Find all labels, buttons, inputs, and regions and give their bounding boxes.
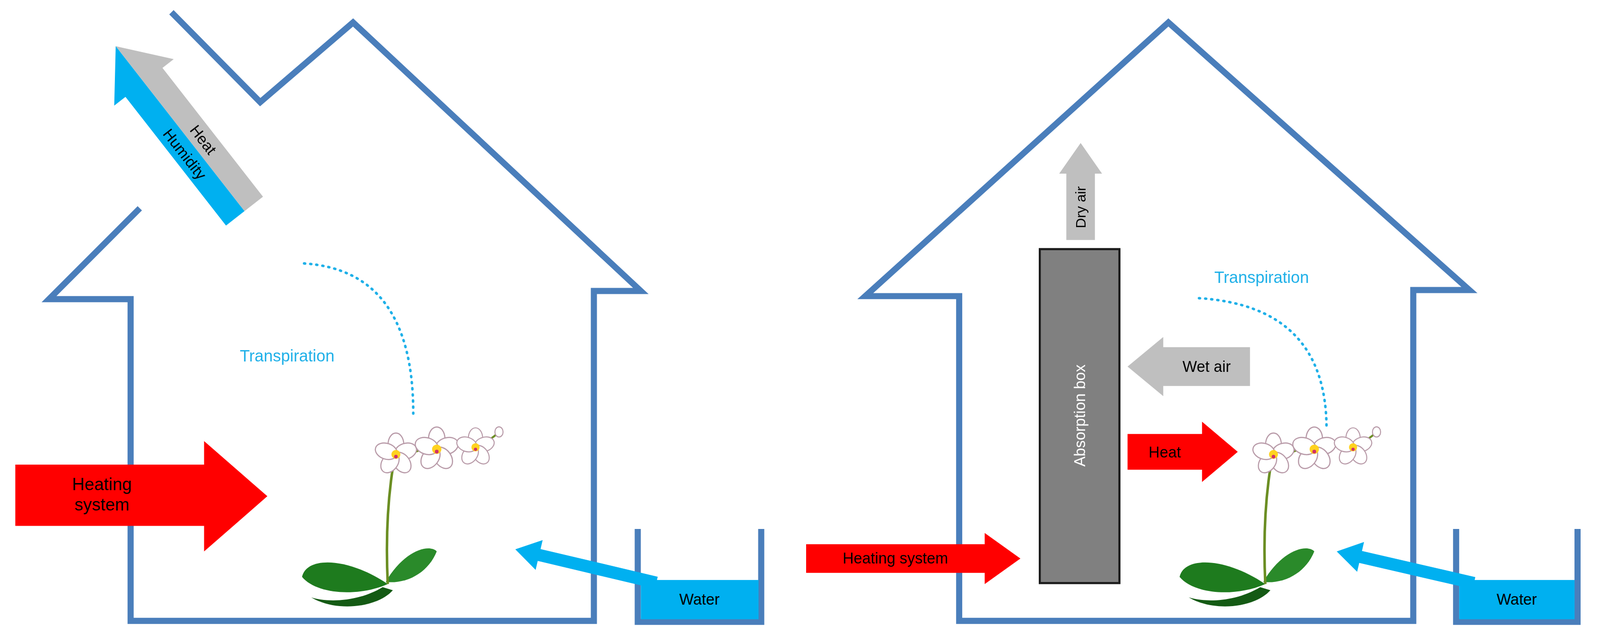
vent-arrow: HeatHumidity [85, 22, 274, 235]
arrow-fill [1127, 421, 1238, 482]
heat-arrow: Heat [1127, 421, 1238, 482]
water-flow-arrow [511, 534, 660, 598]
node-text: Water [1459, 579, 1575, 619]
arrow-fill [806, 532, 1021, 584]
absorption-box: Absorption box [1038, 247, 1121, 584]
heating-arrow: Heating system [15, 440, 268, 551]
water-body: Water [640, 579, 758, 619]
arrow-fill [1059, 142, 1103, 240]
node-text: Heat [1127, 433, 1203, 470]
orchid-plant [302, 426, 504, 607]
node-text: Dry air [1072, 186, 1089, 229]
water-flow-arrow [1333, 536, 1478, 598]
arrow-fill [85, 46, 244, 235]
water-body: Water [1459, 579, 1575, 619]
wet-air-arrow: Wet air [1127, 336, 1251, 396]
arrow-fill [1127, 336, 1251, 396]
node-text: Water [640, 579, 758, 619]
house-outline [49, 12, 642, 621]
transpiration-curve [304, 263, 414, 414]
process-label: Transpiration [239, 346, 335, 366]
heating-arrow: Heating system [806, 532, 1021, 584]
water-tank [637, 528, 762, 622]
node-text: Absorption box [1070, 364, 1089, 467]
arrow-shape [15, 440, 268, 551]
arrow-shape [1127, 421, 1238, 482]
node-text: Heating system [806, 543, 985, 573]
node-text: Heating system [45, 464, 158, 526]
house-outline [865, 22, 1470, 621]
process-label: Transpiration [1214, 267, 1309, 287]
node-text: Wet air [1163, 347, 1250, 386]
arrow-fill [15, 440, 268, 551]
water-tank [1456, 528, 1578, 622]
dry-air-arrow: Dry air [1059, 142, 1103, 240]
